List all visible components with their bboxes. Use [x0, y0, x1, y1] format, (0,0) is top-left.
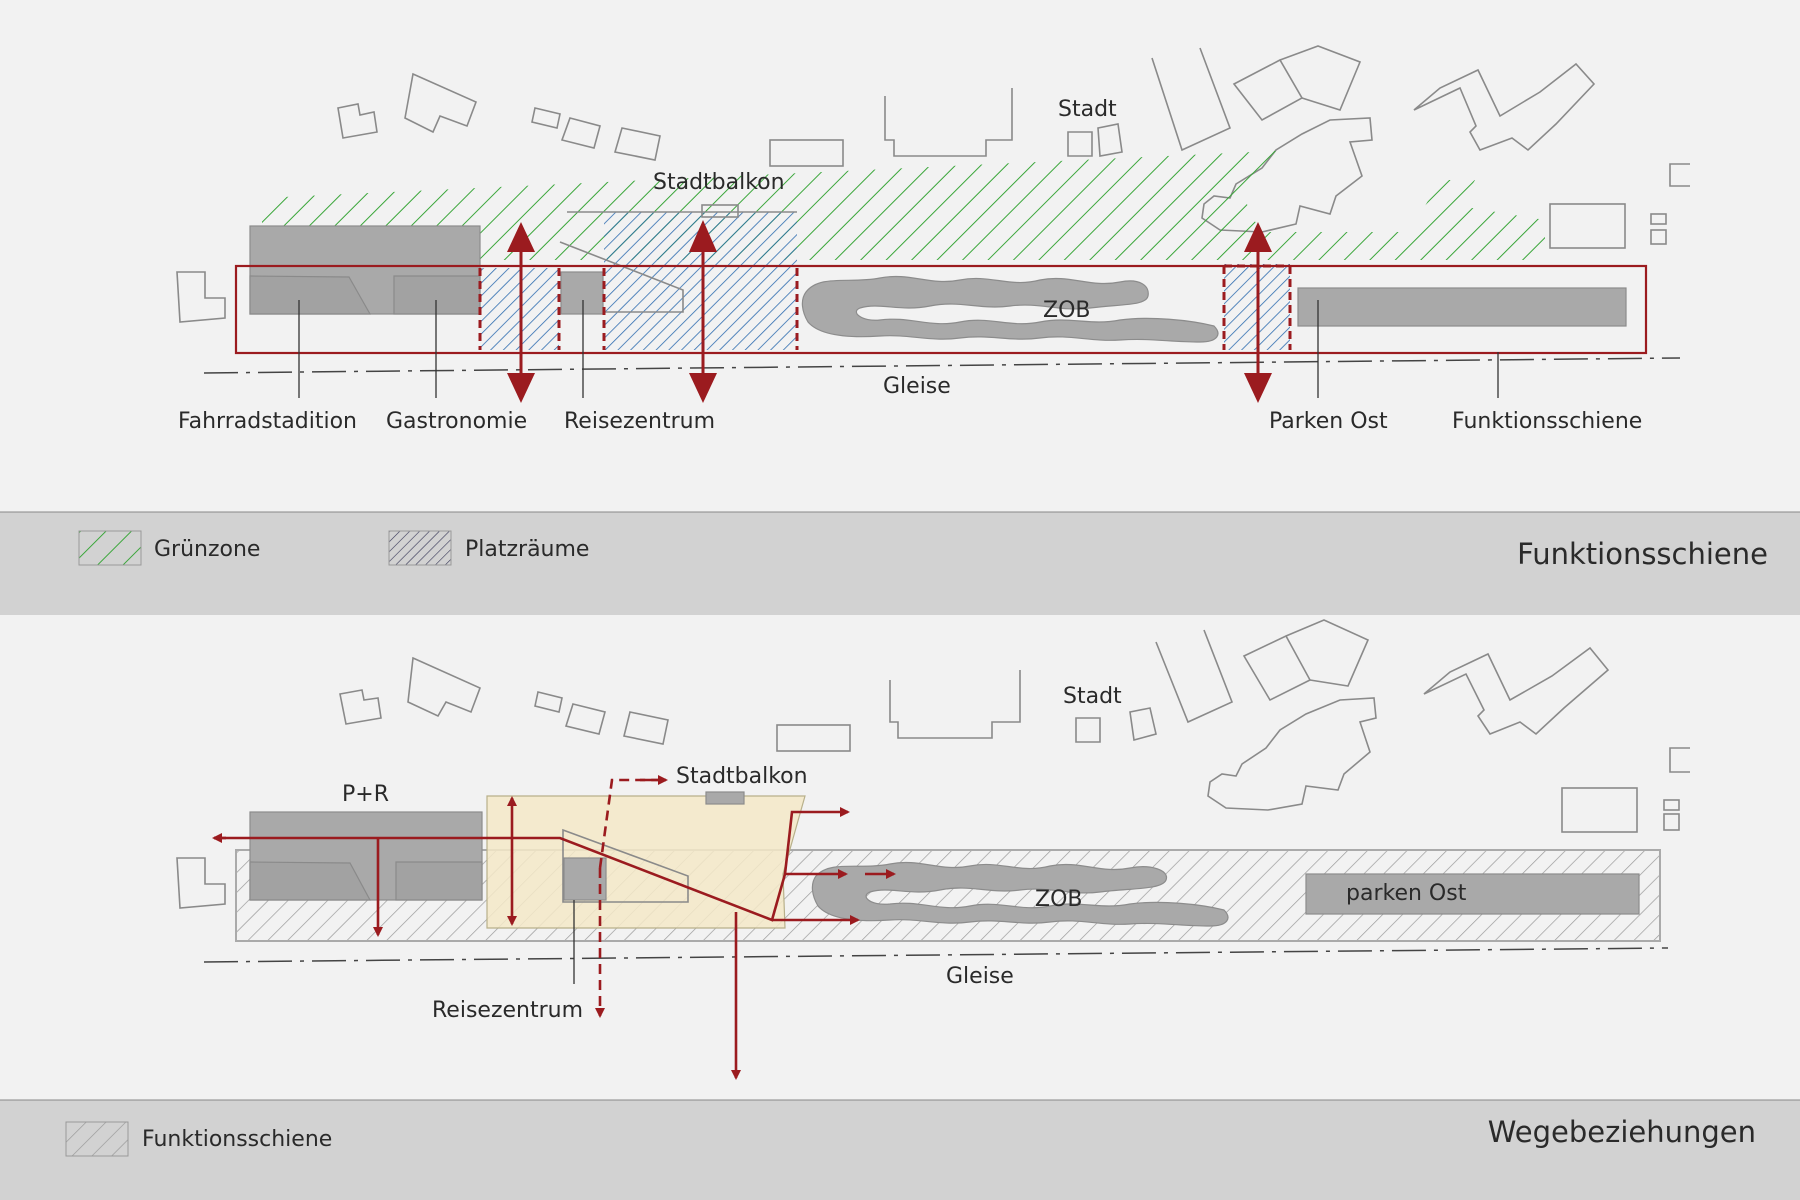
arrow-down-east [1244, 373, 1272, 403]
arrow-up-gastro [507, 222, 535, 252]
legend-swatch-function-rail [65, 1121, 129, 1157]
bus-station-shape [801, 275, 1219, 343]
travel-center-building [560, 271, 604, 315]
label-function-rail-top: Funktionsschiene [1452, 409, 1642, 434]
legend-label-plazas: Platzräume [465, 537, 589, 562]
arrow-down-travel [689, 373, 717, 403]
leader-lines-top [298, 300, 1499, 398]
stadtbalkon-block-bottom [705, 791, 745, 805]
green-zone-area [262, 150, 1545, 260]
panel-title-top: Funktionsschiene [1517, 537, 1768, 571]
tracks-line-top [203, 357, 1681, 374]
route-lines [212, 775, 896, 1080]
parking-east-building-bottom [1305, 873, 1640, 915]
tracks-line-bottom [203, 947, 1669, 963]
panel-bottom-map: Stadt P+R Stadtbalkon ZOB parken Ost Gle… [176, 619, 1690, 1080]
function-rail-outline [234, 264, 1648, 355]
label-stadtbalkon-bottom: Stadtbalkon [676, 764, 808, 789]
travel-center-wedge-bottom [562, 828, 689, 903]
arrow-up-east [1244, 222, 1272, 252]
panel-top-map: Stadt Stadtbalkon ZOB Gleise Fahrradstad… [176, 45, 1690, 434]
legend-label-function-rail: Funktionsschiene [142, 1127, 332, 1152]
city-buildings-bottom [176, 619, 1690, 909]
parking-east-building [1297, 287, 1627, 327]
legend-swatch-plazas [388, 530, 452, 566]
legend-band-top: Grünzone Platzräume Funktionsschiene [0, 511, 1800, 615]
arrow-up-travel [689, 220, 717, 252]
stadtbalkon-block [701, 204, 739, 218]
label-zob-top: ZOB [1043, 298, 1090, 323]
label-parking-east-top: Parken Ost [1269, 409, 1388, 434]
label-stadtbalkon-top: Stadtbalkon [653, 170, 785, 195]
legend-band-bottom: Funktionsschiene Wegebeziehungen [0, 1099, 1800, 1200]
label-bike-station: Fahrradstadition [178, 409, 357, 434]
plaza-yellow-area [486, 795, 806, 929]
blue-plaza-main [604, 212, 797, 350]
arrow-down-gastro [507, 373, 535, 403]
plaza-dividers [478, 264, 1292, 350]
panel-title-bottom: Wegebeziehungen [1488, 1115, 1756, 1149]
label-parking-east-bottom: parken Ost [1346, 881, 1467, 906]
label-park-ride: P+R [342, 782, 389, 807]
vertical-arrows-top [519, 235, 1260, 375]
legend-label-green: Grünzone [154, 537, 260, 562]
label-zob-bottom: ZOB [1035, 887, 1082, 912]
label-gastronomy: Gastronomie [386, 409, 527, 434]
label-tracks-bottom: Gleise [946, 964, 1014, 989]
label-city-bottom: Stadt [1063, 684, 1122, 709]
label-travel-center-bottom: Reisezentrum [432, 998, 583, 1023]
legend-swatch-green [78, 530, 142, 566]
label-city-top: Stadt [1058, 97, 1117, 122]
bus-station-shape-bottom [811, 861, 1229, 927]
label-tracks-top: Gleise [883, 374, 951, 399]
label-travel-center-top: Reisezentrum [564, 409, 715, 434]
